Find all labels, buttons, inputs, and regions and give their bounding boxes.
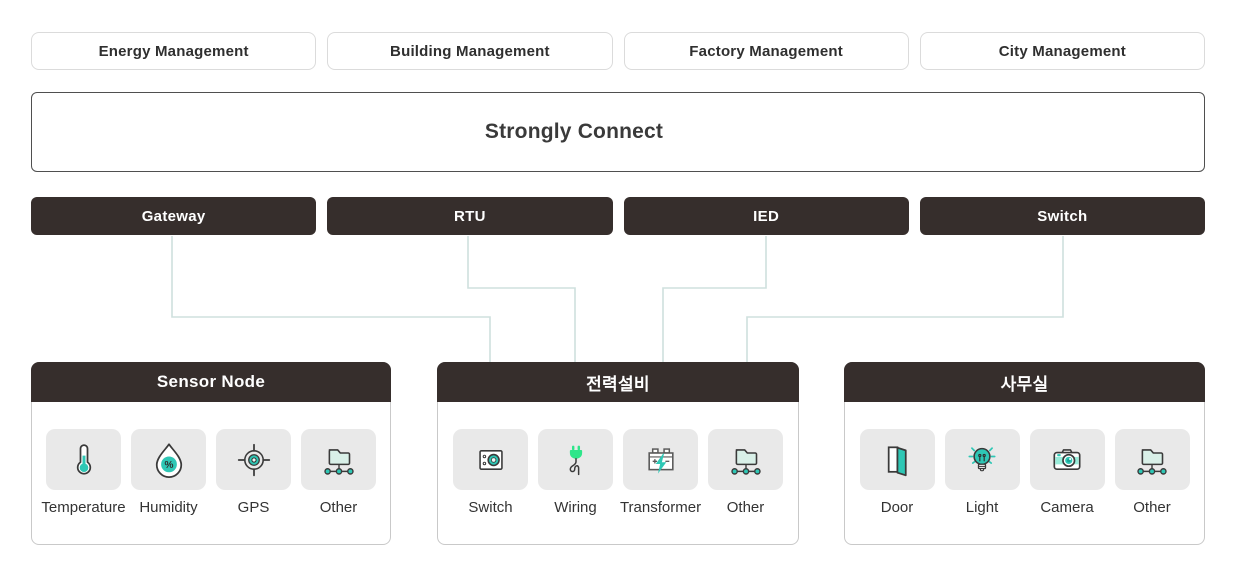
- wire-gateway: [171, 236, 491, 363]
- device-label: RTU: [454, 207, 486, 225]
- list-item: Door: [859, 429, 935, 516]
- list-item: Temperature: [41, 429, 126, 516]
- icon-tile: [708, 429, 783, 490]
- service-row: Energy Management Building Management Fa…: [31, 32, 1205, 70]
- tile-row: Temperature % Humidity: [32, 429, 390, 516]
- door-icon: [887, 445, 907, 476]
- icon-tile: [859, 429, 935, 490]
- wire-ied: [662, 236, 767, 363]
- group-title: Sensor Node: [156, 372, 266, 391]
- icon-tile: [623, 429, 698, 490]
- list-item: Camera: [1029, 429, 1105, 516]
- switchbox-icon: [478, 449, 503, 470]
- group-title: 전력설비: [586, 374, 650, 394]
- list-item: GPS: [216, 429, 291, 516]
- lightbulb-icon: [968, 446, 996, 471]
- group-office: 사무실 Door: [844, 362, 1205, 545]
- list-item: Light: [944, 429, 1020, 516]
- icon-tile: %: [131, 429, 206, 490]
- service-box-factory: Factory Management: [623, 32, 909, 70]
- network-icon: [323, 448, 354, 475]
- device-bar-switch: Switch: [919, 197, 1205, 235]
- service-label: City Management: [998, 42, 1126, 60]
- item-label: Temperature: [41, 499, 126, 516]
- network-icon: [1137, 448, 1167, 475]
- list-item: % Humidity: [131, 429, 206, 516]
- list-item: Other: [1114, 429, 1190, 516]
- device-row: Gateway RTU IED Switch: [31, 197, 1205, 235]
- plug-icon: [569, 445, 582, 475]
- item-label: Humidity: [139, 499, 198, 516]
- icon-tile: [1029, 429, 1105, 490]
- tile-row: Switch Wiring: [438, 429, 798, 516]
- device-label: IED: [753, 207, 780, 225]
- device-bar-ied: IED: [623, 197, 909, 235]
- device-bar-rtu: RTU: [327, 197, 613, 235]
- thermometer-icon: [76, 443, 91, 475]
- service-box-building: Building Management: [327, 32, 613, 70]
- icon-tile: [301, 429, 376, 490]
- group-power-equipment: 전력설비 Switch: [437, 362, 799, 545]
- device-bar-gateway: Gateway: [31, 197, 317, 235]
- list-item: Other: [301, 429, 376, 516]
- item-label: Wiring: [554, 499, 597, 516]
- item-label: Door: [880, 499, 914, 516]
- group-header: Sensor Node: [31, 362, 391, 402]
- group-header: 전력설비: [437, 362, 799, 402]
- list-item: Wiring: [538, 429, 613, 516]
- item-label: GPS: [237, 499, 270, 516]
- humidity-icon: %: [155, 442, 182, 478]
- item-label: Light: [965, 499, 999, 516]
- device-label: Switch: [1037, 207, 1088, 225]
- icon-tile: [46, 429, 121, 490]
- group-title: 사무실: [1000, 374, 1049, 394]
- wire-rtu: [467, 236, 576, 363]
- platform-box: Strongly Connect: [31, 92, 1205, 172]
- item-label: Transformer: [619, 499, 702, 516]
- service-label: Factory Management: [689, 42, 843, 60]
- icon-tile: [216, 429, 291, 490]
- gps-icon: [237, 443, 270, 476]
- icon-tile: [538, 429, 613, 490]
- svg-text:%: %: [164, 459, 173, 470]
- icon-tile: [453, 429, 528, 490]
- item-label: Other: [726, 499, 765, 516]
- device-label: Gateway: [141, 207, 206, 225]
- tile-row: Door: [845, 429, 1204, 516]
- service-box-energy: Energy Management: [31, 32, 317, 70]
- platform-title: Strongly Connect: [484, 120, 664, 143]
- icon-tile: [944, 429, 1020, 490]
- network-icon: [730, 448, 761, 475]
- list-item: Switch: [453, 429, 528, 516]
- camera-icon: [1053, 448, 1081, 470]
- icon-tile: [1114, 429, 1190, 490]
- wire-switch: [746, 236, 1064, 363]
- item-label: Camera: [1040, 499, 1094, 516]
- service-label: Energy Management: [98, 42, 249, 60]
- list-item: Transformer: [619, 429, 702, 516]
- service-label: Building Management: [390, 42, 550, 60]
- item-label: Other: [319, 499, 358, 516]
- group-sensor-node: Sensor Node Temperature: [31, 362, 391, 545]
- item-label: Switch: [468, 499, 513, 516]
- item-label: Other: [1133, 499, 1171, 516]
- transformer-icon: [647, 447, 674, 474]
- group-header: 사무실: [844, 362, 1205, 402]
- list-item: Other: [708, 429, 783, 516]
- service-box-city: City Management: [919, 32, 1205, 70]
